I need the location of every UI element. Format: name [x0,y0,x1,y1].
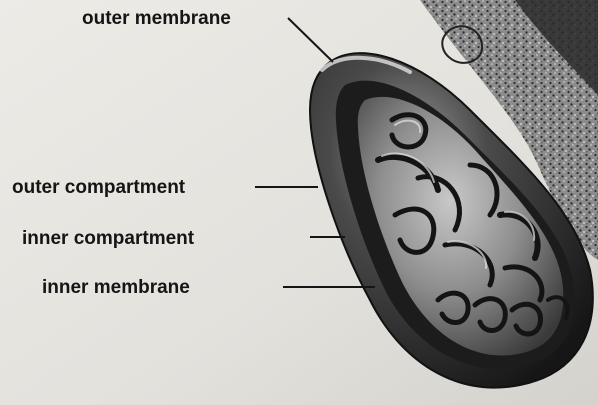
label-inner-membrane: inner membrane [42,278,190,297]
label-outer-membrane: outer membrane [82,9,231,28]
label-outer-compartment: outer compartment [12,178,185,197]
label-inner-compartment: inner compartment [22,229,194,248]
